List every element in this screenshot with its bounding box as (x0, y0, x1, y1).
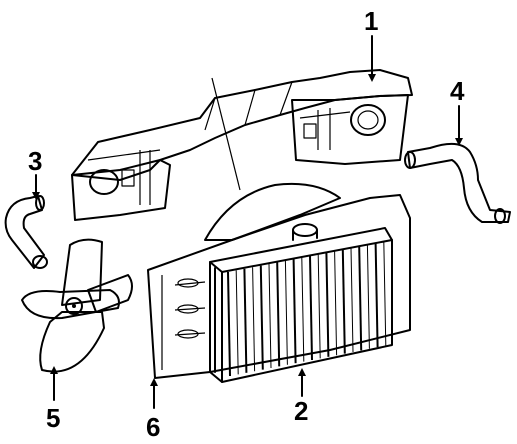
radiator-fin (366, 244, 370, 349)
radiator-fin (383, 241, 387, 346)
fan-shroud-part (147, 182, 411, 379)
radiator-part (209, 223, 393, 383)
lower-hose-part (4, 195, 48, 269)
radiator-fins (227, 241, 387, 377)
radiator-fin (227, 271, 231, 377)
radiator-fin (276, 262, 281, 367)
radiator-fin (325, 252, 330, 357)
radiator-fin (341, 249, 346, 354)
radiator-fin (268, 263, 272, 369)
radiator-support-part (71, 69, 413, 221)
callout-number-6: 6 (146, 412, 160, 442)
radiator-fin (317, 254, 321, 359)
radiator-fin (243, 268, 248, 373)
callout-number-1: 1 (364, 6, 378, 36)
radiator-fin (334, 251, 338, 356)
callout-number-5: 5 (46, 403, 60, 433)
radiator-fin (292, 259, 297, 364)
radiator-fin (374, 243, 379, 348)
callout-labels: 1 2 3 4 5 6 (28, 6, 465, 442)
callout-number-2: 2 (294, 396, 308, 426)
radiator-fin (252, 267, 256, 372)
upper-hose-part (404, 142, 511, 224)
radiator-fin (309, 255, 313, 361)
radiator-fin (358, 246, 363, 351)
leader-lines (32, 35, 463, 409)
radiator-fin (350, 247, 354, 353)
radiator-fin (284, 260, 288, 365)
radiator-fin (235, 270, 239, 375)
fan-blade-part (21, 238, 133, 373)
callout-number-4: 4 (450, 76, 465, 106)
callout-number-3: 3 (28, 146, 42, 176)
radiator-fin (301, 257, 305, 362)
radiator-fin (259, 265, 264, 370)
